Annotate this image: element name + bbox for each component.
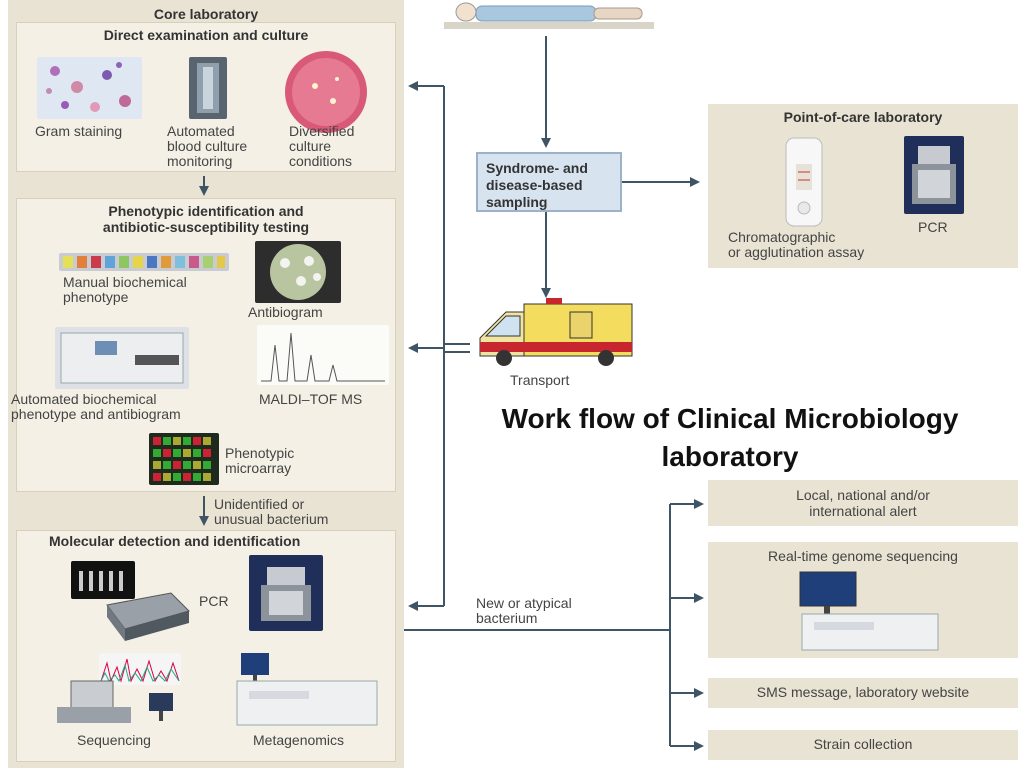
molecular-box: Molecular detection and identification P… — [16, 530, 396, 762]
transport-label: Transport — [510, 372, 570, 388]
diversified-label-2: culture — [289, 138, 332, 154]
automated-biochemical-label-2: phenotype and antibiogram — [11, 406, 181, 422]
metagenomics-machine-image — [229, 651, 381, 731]
genome-sequencing-box: Real-time genome sequencing — [708, 542, 1018, 658]
sampling-line-3: sampling — [486, 194, 548, 210]
microarray-label-1: Phenotypic — [225, 445, 295, 461]
antibiogram-image — [255, 241, 341, 303]
phenotypic-title-1: Phenotypic identification and — [108, 203, 304, 219]
sms-label: SMS message, laboratory website — [756, 684, 970, 700]
microarray-label-2: microarray — [225, 460, 292, 476]
automated-biochemical-label-1: Automated biochemical — [11, 391, 157, 407]
direct-examination-title: Direct examination and culture — [103, 27, 309, 43]
pcr-gel-image — [71, 561, 135, 599]
gram-staining-label: Gram staining — [35, 123, 123, 139]
assay-label-2: or agglutination assay — [728, 244, 865, 260]
strain-collection-box: Strain collection — [708, 730, 1018, 760]
sms-box: SMS message, laboratory website — [708, 678, 1018, 708]
sampling-box: Syndrome- and disease-based sampling — [476, 152, 622, 212]
alert-box: Local, national and/or international ale… — [708, 480, 1018, 526]
alert-line-1: Local, national and/or — [796, 487, 930, 503]
pcr-thermocycler-image — [101, 585, 193, 641]
point-of-care-panel: Point-of-care laboratory Chromatographic… — [708, 104, 1018, 268]
maldi-spectrum-image — [257, 325, 389, 385]
heading-line-1: Work flow of Clinical Microbiology — [501, 403, 959, 434]
sequencing-machine-image — [51, 677, 177, 727]
unidentified-label-2: unusual bacterium — [214, 511, 329, 527]
petri-dish-image — [285, 51, 367, 133]
manual-biochemical-label-1: Manual biochemical — [63, 274, 187, 290]
genome-sequencing-label: Real-time genome sequencing — [768, 548, 958, 564]
manual-biochemical-label-2: phenotype — [63, 289, 129, 305]
maldi-label: MALDI–TOF MS — [259, 391, 363, 407]
chromatographic-assay-image — [776, 134, 832, 230]
manual-biochemical-strip-image — [59, 253, 229, 271]
alert-line-2: international alert — [809, 503, 917, 519]
direct-examination-box: Direct examination and culture Gram stai… — [16, 22, 396, 172]
gram-stain-image — [37, 57, 142, 119]
molecular-title: Molecular detection and identification — [49, 533, 301, 549]
antibiogram-label: Antibiogram — [248, 304, 323, 320]
pcr-machine-image — [249, 555, 323, 631]
diversified-label-3: conditions — [289, 153, 353, 169]
patient-illustration — [444, 0, 654, 30]
blood-culture-label-1: Automated — [167, 123, 235, 139]
core-laboratory-title: Core laboratory — [153, 6, 259, 22]
sampling-line-2: disease-based — [486, 177, 583, 193]
automated-biochemical-image — [55, 327, 189, 389]
phenotypic-box: Phenotypic identification and antibiotic… — [11, 198, 396, 492]
diversified-label-1: Diversified — [289, 123, 355, 139]
strain-collection-label: Strain collection — [813, 736, 913, 752]
phenotypic-microarray-image — [149, 433, 219, 485]
genome-sequencer-image — [794, 570, 944, 654]
phenotypic-title-2: antibiotic-susceptibility testing — [102, 219, 310, 235]
point-of-care-title: Point-of-care laboratory — [783, 109, 943, 125]
sampling-line-1: Syndrome- and — [486, 160, 588, 176]
assay-label-1: Chromatographic — [728, 229, 836, 245]
poc-pcr-label: PCR — [918, 219, 948, 235]
unidentified-label-1: Unidentified or — [214, 496, 305, 512]
blood-culture-label-3: monitoring — [167, 153, 233, 169]
page-heading: Work flow of Clinical Microbiology labor… — [440, 400, 1020, 476]
blood-culture-label-2: blood culture — [167, 138, 248, 154]
core-laboratory-panel: Core laboratory Direct examination and c… — [8, 0, 404, 768]
heading-line-2: laboratory — [661, 441, 799, 472]
sequencing-chromatogram-image — [99, 653, 181, 685]
pcr-label: PCR — [199, 593, 229, 609]
atypical-label-1: New or atypical — [476, 595, 572, 611]
ambulance-illustration — [476, 298, 638, 370]
blood-culture-image — [189, 57, 227, 119]
poc-pcr-machine-image — [904, 136, 964, 214]
metagenomics-label: Metagenomics — [253, 732, 345, 748]
sequencing-label: Sequencing — [77, 732, 151, 748]
atypical-label-2: bacterium — [476, 610, 538, 626]
